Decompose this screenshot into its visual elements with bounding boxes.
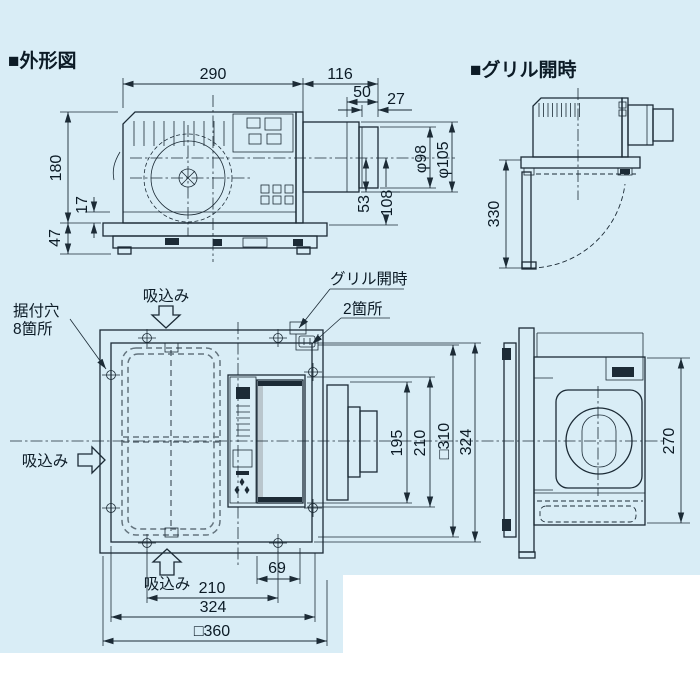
grille-open-leader bbox=[298, 288, 331, 329]
damper-shape bbox=[581, 414, 617, 468]
intake-opening bbox=[121, 342, 221, 538]
grille-panel-outline bbox=[99, 329, 324, 554]
dim-69: 69 bbox=[268, 560, 286, 577]
label-mount-hole-2: 8箇所 bbox=[13, 320, 53, 338]
dim-116: 116 bbox=[327, 66, 353, 83]
dim-27: 27 bbox=[387, 91, 405, 108]
mounting-holes bbox=[102, 329, 322, 552]
grille-open-panel-foot bbox=[521, 261, 537, 270]
dim-360: □360 bbox=[194, 623, 230, 640]
label-mount-hole-1: 据付穴 bbox=[13, 302, 60, 320]
grille-open-view: 330 bbox=[486, 88, 674, 270]
grille-clip-bottom bbox=[502, 519, 511, 531]
motor-housing bbox=[227, 374, 306, 508]
plan-view: 吸込み 吸込み 吸込み 据付穴 8箇所 グリル開時 2箇所 195 210 □3… bbox=[10, 270, 664, 646]
grille-view-vent-slots bbox=[538, 103, 580, 117]
dim-210h: 210 bbox=[199, 580, 226, 597]
grille-edge bbox=[503, 342, 517, 538]
page-white-area-bottom bbox=[0, 653, 343, 700]
component-box bbox=[232, 113, 294, 153]
body-outline-right bbox=[533, 356, 646, 526]
dim-210v: 210 bbox=[412, 430, 429, 457]
dim-195: 195 bbox=[389, 430, 406, 457]
dim-270: 270 bbox=[661, 428, 678, 455]
grille-view-flange bbox=[520, 156, 641, 169]
mounting-hole bbox=[269, 534, 287, 552]
duct-plan bbox=[326, 384, 378, 501]
dim-phi105: φ105 bbox=[435, 141, 452, 178]
mounting-hole bbox=[138, 534, 156, 552]
body-top-extension bbox=[536, 332, 644, 357]
label-suction-top: 吸込み bbox=[143, 287, 190, 305]
dim-290: 290 bbox=[200, 66, 227, 83]
label-suction-left: 吸込み bbox=[22, 452, 69, 470]
mounting-hole bbox=[138, 329, 156, 347]
mounting-hole bbox=[304, 499, 322, 517]
grille-closed bbox=[112, 235, 318, 249]
dim-50: 50 bbox=[353, 84, 371, 101]
page-white-area bbox=[343, 575, 700, 700]
side-view: 290 116 50 27 180 17 47 bbox=[47, 66, 458, 262]
mounting-hole bbox=[304, 363, 322, 381]
mounting-frame-outline bbox=[110, 342, 313, 543]
side-view-dimensions: 290 116 50 27 180 17 47 bbox=[47, 66, 458, 255]
suction-arrow-right-icon bbox=[77, 445, 106, 475]
right-view-dimensions: 270 bbox=[647, 357, 690, 524]
mount-hole-leader bbox=[69, 318, 107, 370]
dim-310: □310 bbox=[436, 423, 453, 459]
plan-right-dimensions: 195 210 □310 324 bbox=[307, 342, 481, 543]
grille-view-duct bbox=[627, 104, 674, 146]
dim-17: 17 bbox=[74, 196, 91, 214]
dim-330: 330 bbox=[486, 201, 503, 228]
label-grille-open: グリル開時 bbox=[330, 270, 408, 288]
latch-box bbox=[605, 356, 644, 381]
flange-foot bbox=[518, 551, 536, 559]
grille-view-dimensions: 330 bbox=[486, 159, 536, 269]
dim-phi98: φ98 bbox=[413, 145, 430, 173]
dim-324v: 324 bbox=[458, 429, 475, 456]
duct-opening-circle bbox=[565, 407, 633, 475]
dim-47: 47 bbox=[47, 229, 64, 247]
terminal-block bbox=[260, 184, 294, 205]
2-places-leader bbox=[311, 317, 342, 345]
page-title: ■外形図 bbox=[8, 49, 76, 72]
mounting-hole bbox=[102, 366, 120, 384]
grille-foot-right bbox=[296, 246, 311, 255]
grille-clip-top bbox=[502, 348, 511, 360]
mounting-hole bbox=[102, 499, 120, 517]
grille-open-view-title: ■グリル開時 bbox=[470, 58, 576, 81]
power-cable bbox=[112, 151, 121, 181]
mounting-hole bbox=[269, 329, 287, 347]
suction-arrow-down-icon bbox=[150, 305, 182, 329]
label-suction-bottom: 吸込み bbox=[144, 575, 191, 593]
suction-arrow-up-icon bbox=[151, 548, 183, 576]
right-side-view: 270 bbox=[502, 327, 690, 559]
grille-phantom-outline bbox=[539, 505, 637, 523]
dim-108: 108 bbox=[379, 190, 396, 217]
plan-bottom-dimensions: 69 210 324 □360 bbox=[102, 546, 328, 646]
label-2-places: 2箇所 bbox=[343, 300, 383, 318]
dim-324h: 324 bbox=[200, 599, 227, 616]
blower-wheel bbox=[130, 125, 250, 236]
duct-mouth-frame bbox=[555, 389, 643, 489]
grille-foot-left bbox=[117, 246, 132, 255]
dim-53: 53 bbox=[356, 195, 373, 213]
rating-label-plate bbox=[229, 376, 257, 504]
dim-180: 180 bbox=[48, 155, 65, 182]
grille-swing-arc bbox=[530, 183, 626, 269]
vent-slots bbox=[133, 121, 225, 146]
